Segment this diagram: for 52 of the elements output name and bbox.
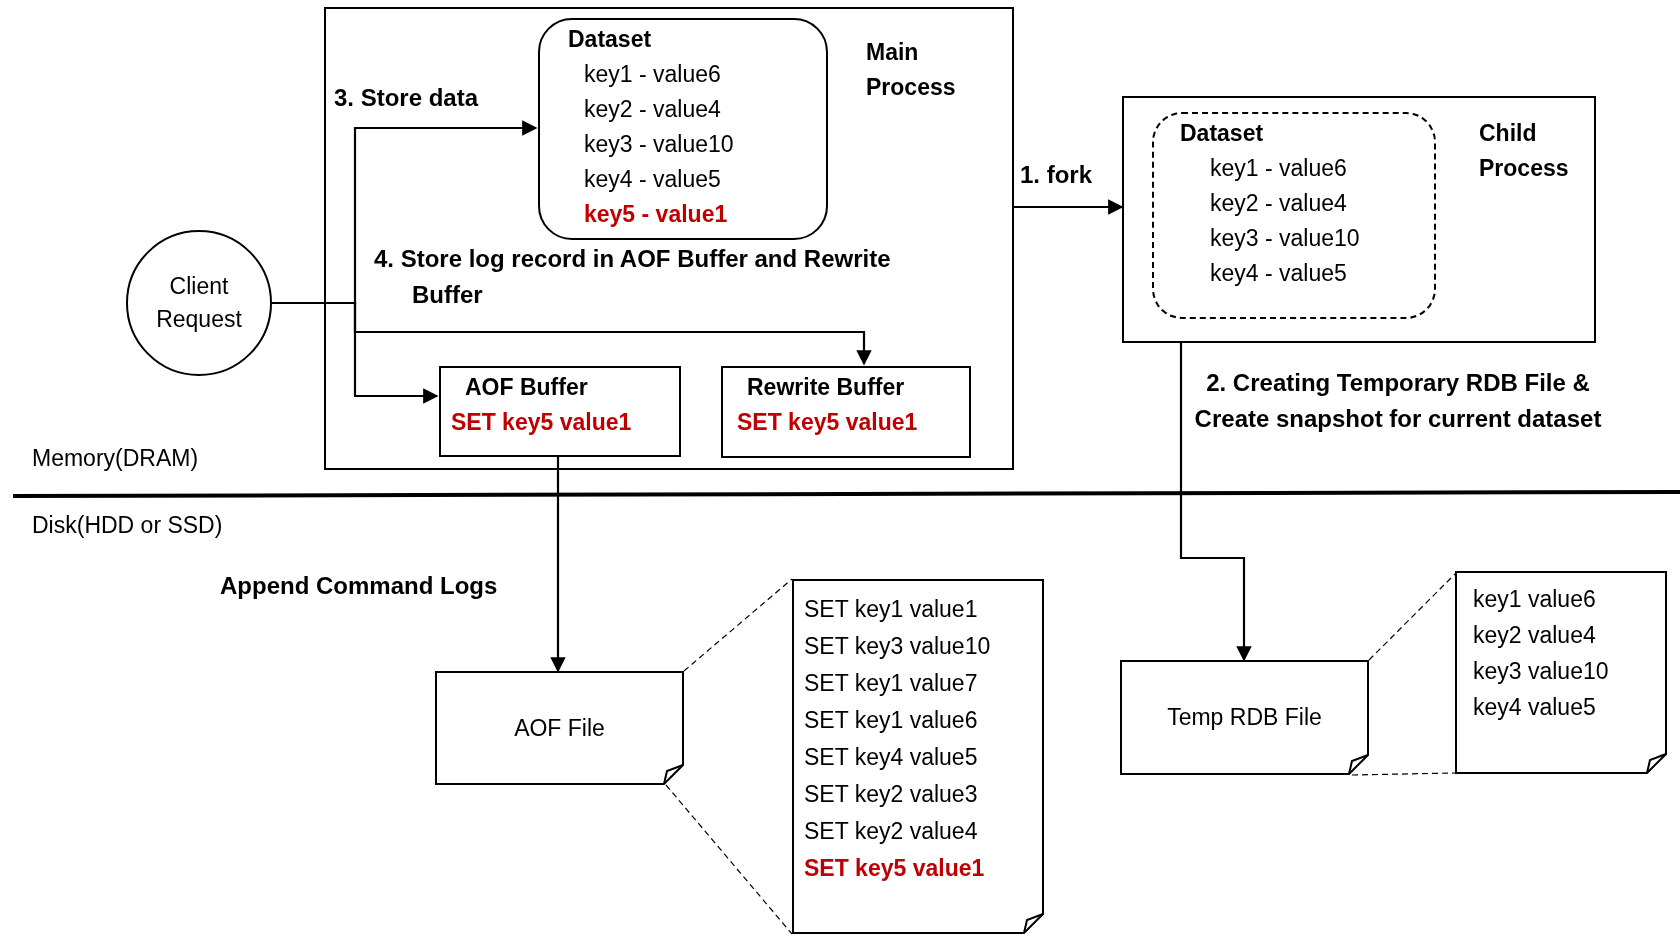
dashed-leader-line [1368, 573, 1456, 661]
text-line: SET key5 value1 [804, 854, 986, 883]
text-line: SET key1 value6 [804, 706, 979, 735]
arrow [1014, 199, 1124, 215]
main-process-box [324, 7, 1014, 470]
aof-file-document [435, 671, 684, 785]
text-line: AOF File [514, 713, 605, 743]
child-process-box [1122, 96, 1596, 343]
heading: AOF Buffer [465, 373, 589, 402]
temp-rdb-file-document [1120, 660, 1369, 775]
text-line: key5 - value1 [584, 200, 729, 229]
arrow [272, 301, 439, 404]
text-line: SET key2 value3 [804, 780, 979, 809]
text-line: SET key5 value1 [737, 408, 918, 437]
text-line: SET key5 value1 [451, 408, 632, 437]
heading: Rewrite Buffer [747, 373, 906, 402]
aof-file-contents-document [792, 579, 1044, 934]
dashed-leader-line [665, 784, 793, 935]
arrow [550, 455, 566, 673]
text-line: key2 - value4 [1210, 189, 1348, 218]
rewrite-buffer-box [721, 366, 971, 458]
arrow [1179, 343, 1252, 662]
dashed-leader-line [683, 578, 793, 672]
memory-tier-label: Memory(DRAM) [32, 445, 199, 472]
text-line: Temp RDB File [1167, 703, 1322, 732]
aof-buffer-box [439, 366, 681, 457]
memory-tier-label: Disk(HDD or SSD) [32, 512, 223, 539]
text-line: SET key1 value1 [804, 595, 979, 624]
text-line: key2 value4 [1473, 621, 1597, 650]
dataset-box [1152, 112, 1436, 319]
text-line: Main Process [866, 38, 957, 102]
text-line: key4 - value5 [584, 165, 722, 194]
client-request-circle [126, 230, 272, 376]
text-line: key3 - value10 [584, 130, 734, 159]
rdb-file-contents-document [1455, 571, 1667, 774]
text-line: key4 - value5 [1210, 259, 1348, 288]
text-line: key1 value6 [1473, 585, 1597, 614]
text-line: Client Request [155, 272, 243, 334]
text-line: key1 - value6 [584, 60, 722, 89]
text-line: Child Process [1479, 119, 1570, 183]
heading: Dataset [568, 25, 653, 54]
text-line: SET key3 value10 [804, 632, 991, 661]
text-line: SET key2 value4 [804, 817, 979, 846]
text-line: key2 - value4 [584, 95, 722, 124]
text-line: key4 value5 [1473, 693, 1597, 722]
text-line: SET key4 value5 [804, 743, 979, 772]
text-line: key1 - value6 [1210, 154, 1348, 183]
text-line: key3 value10 [1473, 657, 1609, 686]
dashed-leader-line [1351, 772, 1456, 776]
text-line: SET key1 value7 [804, 669, 979, 698]
text-line: key3 - value10 [1210, 224, 1360, 253]
heading: Dataset [1180, 119, 1265, 148]
